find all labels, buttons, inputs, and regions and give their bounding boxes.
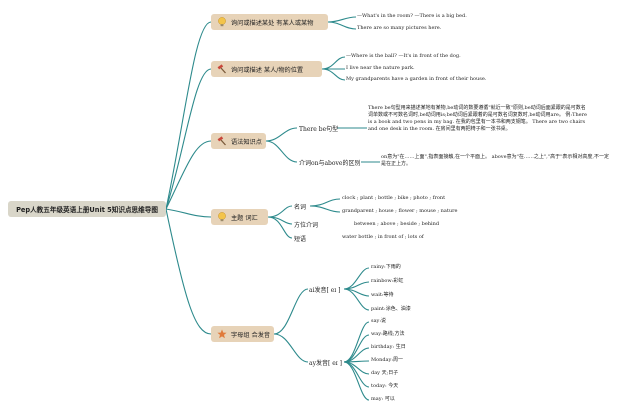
subtopic-phrases[interactable]: 短语 bbox=[294, 236, 307, 243]
subtopic-ay-sound[interactable]: ay发音[ eɪ ] bbox=[309, 360, 342, 367]
branch-label: 询问或描述 某人/物的位置 bbox=[231, 66, 304, 74]
phonics-word: paint:涂色、油漆 bbox=[371, 306, 411, 312]
grammar-note: There be句型用来描述某地有某物,be动词的数要遵循"就近一致"原则,be… bbox=[368, 105, 587, 132]
example-sentence: There are so many pictures here. bbox=[357, 25, 442, 31]
hammer-icon bbox=[217, 64, 226, 74]
branch-label: 语法知识点 bbox=[231, 138, 262, 146]
subtopic-prepositions[interactable]: 方位介词 bbox=[294, 222, 319, 229]
example-sentence: —What's in the room? —There is a big bed… bbox=[357, 13, 467, 19]
phonics-word: Monday:周一 bbox=[371, 357, 404, 363]
star-icon bbox=[217, 329, 227, 339]
lightbulb-icon bbox=[218, 212, 226, 222]
phonics-word: today: 今天 bbox=[371, 383, 399, 389]
example-sentence: I live near the nature park. bbox=[346, 65, 415, 71]
subtopic-nouns[interactable]: 名词 bbox=[294, 204, 307, 211]
vocab-line: clock ; plant ; bottle ; bike ; photo ; … bbox=[342, 195, 446, 201]
phonics-word: day 天;日子 bbox=[371, 370, 399, 376]
branch-describe-existence[interactable]: 询问或描述某处 有某人或某物 bbox=[211, 14, 328, 30]
hammer-icon bbox=[217, 136, 226, 146]
branch-phonics[interactable]: 字母组 合发音 bbox=[211, 326, 274, 342]
subtopic-on-above[interactable]: 介词on与above的区别 bbox=[299, 160, 361, 167]
grammar-note: on意为"在……上面",指表面接触,在一个平面上。 above意为"在……之上"… bbox=[381, 154, 609, 167]
phonics-word: rainy:下雨的 bbox=[371, 264, 401, 270]
branch-vocabulary[interactable]: 主题 词汇 bbox=[211, 209, 268, 225]
subtopic-ai-sound[interactable]: ai发音[ eɪ ] bbox=[309, 287, 341, 294]
vocab-line: grandparent ; house ; flower ; mouse ; n… bbox=[342, 208, 458, 214]
phonics-word: wait:等待 bbox=[371, 292, 394, 298]
vocab-line: water bottle ; in front of ; lots of bbox=[342, 234, 424, 240]
phonics-word: way:路线;方法 bbox=[371, 331, 405, 337]
branch-label: 字母组 合发音 bbox=[231, 331, 271, 339]
phonics-word: birthday: 生日 bbox=[371, 344, 406, 350]
branch-label: 询问或描述某处 有某人或某物 bbox=[231, 19, 314, 27]
branch-grammar[interactable]: 语法知识点 bbox=[211, 133, 266, 149]
phonics-word: may: 可以 bbox=[371, 396, 395, 402]
root-topic[interactable]: Pep人教五年级英语上册Unit 5知识点思维导图 bbox=[8, 201, 166, 217]
phonics-word: rainbow:彩虹 bbox=[371, 278, 404, 284]
vocab-line: between ; above ; beside ; behind bbox=[354, 221, 440, 227]
lightbulb-icon bbox=[218, 17, 226, 27]
example-sentence: My grandparents have a garden in front o… bbox=[346, 76, 487, 82]
subtopic-there-be[interactable]: There be句型 bbox=[299, 126, 339, 133]
branch-label: 主题 词汇 bbox=[231, 214, 258, 222]
branch-describe-location[interactable]: 询问或描述 某人/物的位置 bbox=[211, 61, 322, 77]
example-sentence: —Where is the ball? —It's in front of th… bbox=[346, 53, 461, 59]
phonics-word: say:说 bbox=[371, 318, 387, 324]
